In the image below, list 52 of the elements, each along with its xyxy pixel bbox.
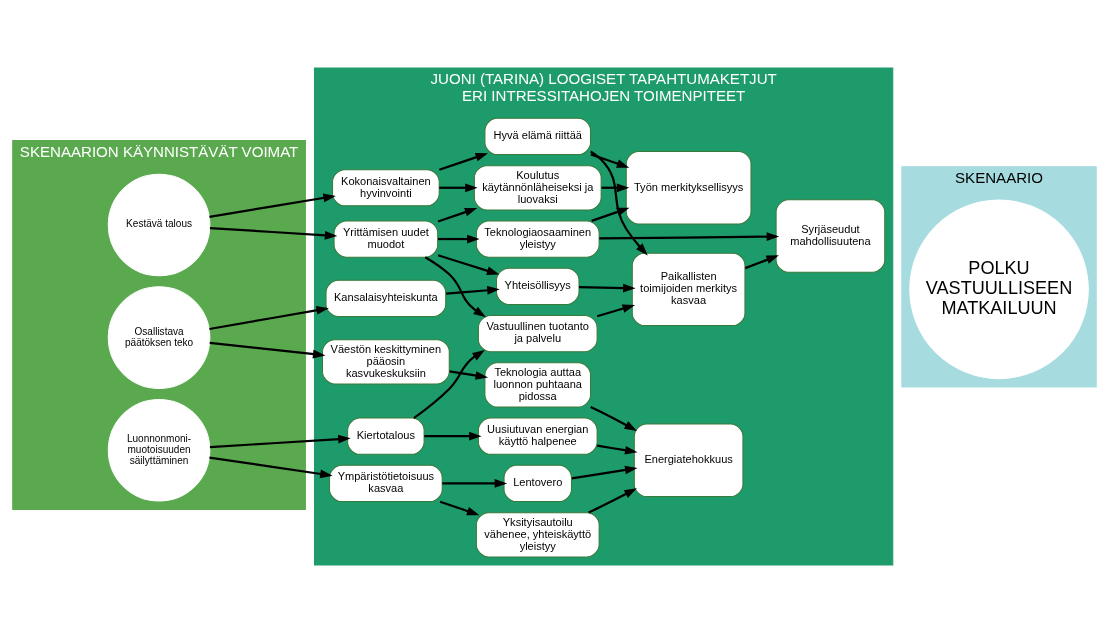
node-box: Yhteisöllisyys <box>496 267 580 305</box>
node-box: Yrittämisen uudet muodot <box>333 219 439 258</box>
arrow <box>438 152 489 171</box>
node-box: Yksityisautoilu vähenee, yhteiskäyttö yleistyy <box>475 511 600 557</box>
arrow <box>209 341 326 358</box>
node-box: Kiertotalous <box>347 417 425 455</box>
arrow <box>449 369 489 380</box>
arrow <box>596 303 635 317</box>
arrow <box>590 405 637 431</box>
node-circle: Osallistava päätöksen teko <box>107 285 211 389</box>
node-box: Ympäristötietoisuus kasvaa <box>329 464 443 502</box>
node-box: Teknologiaosaaminen yleistyy <box>475 219 600 258</box>
node-box: Paikallisten toimijoiden merkitys kasvaa <box>631 252 746 326</box>
arrow <box>588 487 637 514</box>
node-box: Uusiutuvan energian käyttö halpenee <box>477 417 598 455</box>
node-box: Syrjäseudut mahdollisuutena <box>775 198 886 273</box>
node-circle: Kestävä talous <box>107 173 211 276</box>
node-box: Koulutus käytännönläheiseksi ja luovaksi <box>473 164 602 210</box>
node-box: Työn merkityksellisyys <box>625 150 752 224</box>
arrow <box>438 234 480 243</box>
arrow <box>209 455 333 478</box>
arrow <box>424 431 482 441</box>
arrow <box>209 193 336 218</box>
arrow <box>591 207 630 222</box>
arrow <box>596 444 638 455</box>
arrow <box>446 285 500 295</box>
arrow <box>599 231 780 241</box>
node-box: Energiatehokkuus <box>633 423 744 497</box>
arrow <box>579 283 636 292</box>
node-circle: Luonnonmoni- muotoisuuden säilyttäminen <box>107 398 211 502</box>
node-circle: POLKU VASTUULLISEEN MATKAILUUN <box>909 199 1089 379</box>
arrow <box>571 465 638 479</box>
arrow <box>439 182 478 192</box>
arrow <box>590 150 648 255</box>
node-box: Vastuullinen tuotanto ja palvelu <box>477 314 598 352</box>
arrow <box>442 478 508 488</box>
arrow <box>590 152 630 168</box>
arrow <box>439 500 480 515</box>
arrow <box>209 434 351 448</box>
node-box: Hyvä elämä riittää <box>484 117 592 155</box>
node-box: Lentovero <box>503 464 572 502</box>
arrow <box>437 207 478 223</box>
node-box: Kokonaisvaltainen hyvinvointi <box>332 168 440 206</box>
arrow <box>424 255 486 317</box>
arrow <box>413 349 485 419</box>
node-box: Kansalaisyhteiskunta <box>325 279 447 317</box>
node-box: Teknologia auttaa luonnon puhtaana pidossa <box>484 361 592 408</box>
arrow <box>209 226 338 240</box>
arrow <box>437 253 500 275</box>
node-box: Väestön keskittyminen pääosin kasvukeskuksiin <box>322 338 450 384</box>
arrow <box>744 254 779 269</box>
arrow <box>209 305 329 330</box>
